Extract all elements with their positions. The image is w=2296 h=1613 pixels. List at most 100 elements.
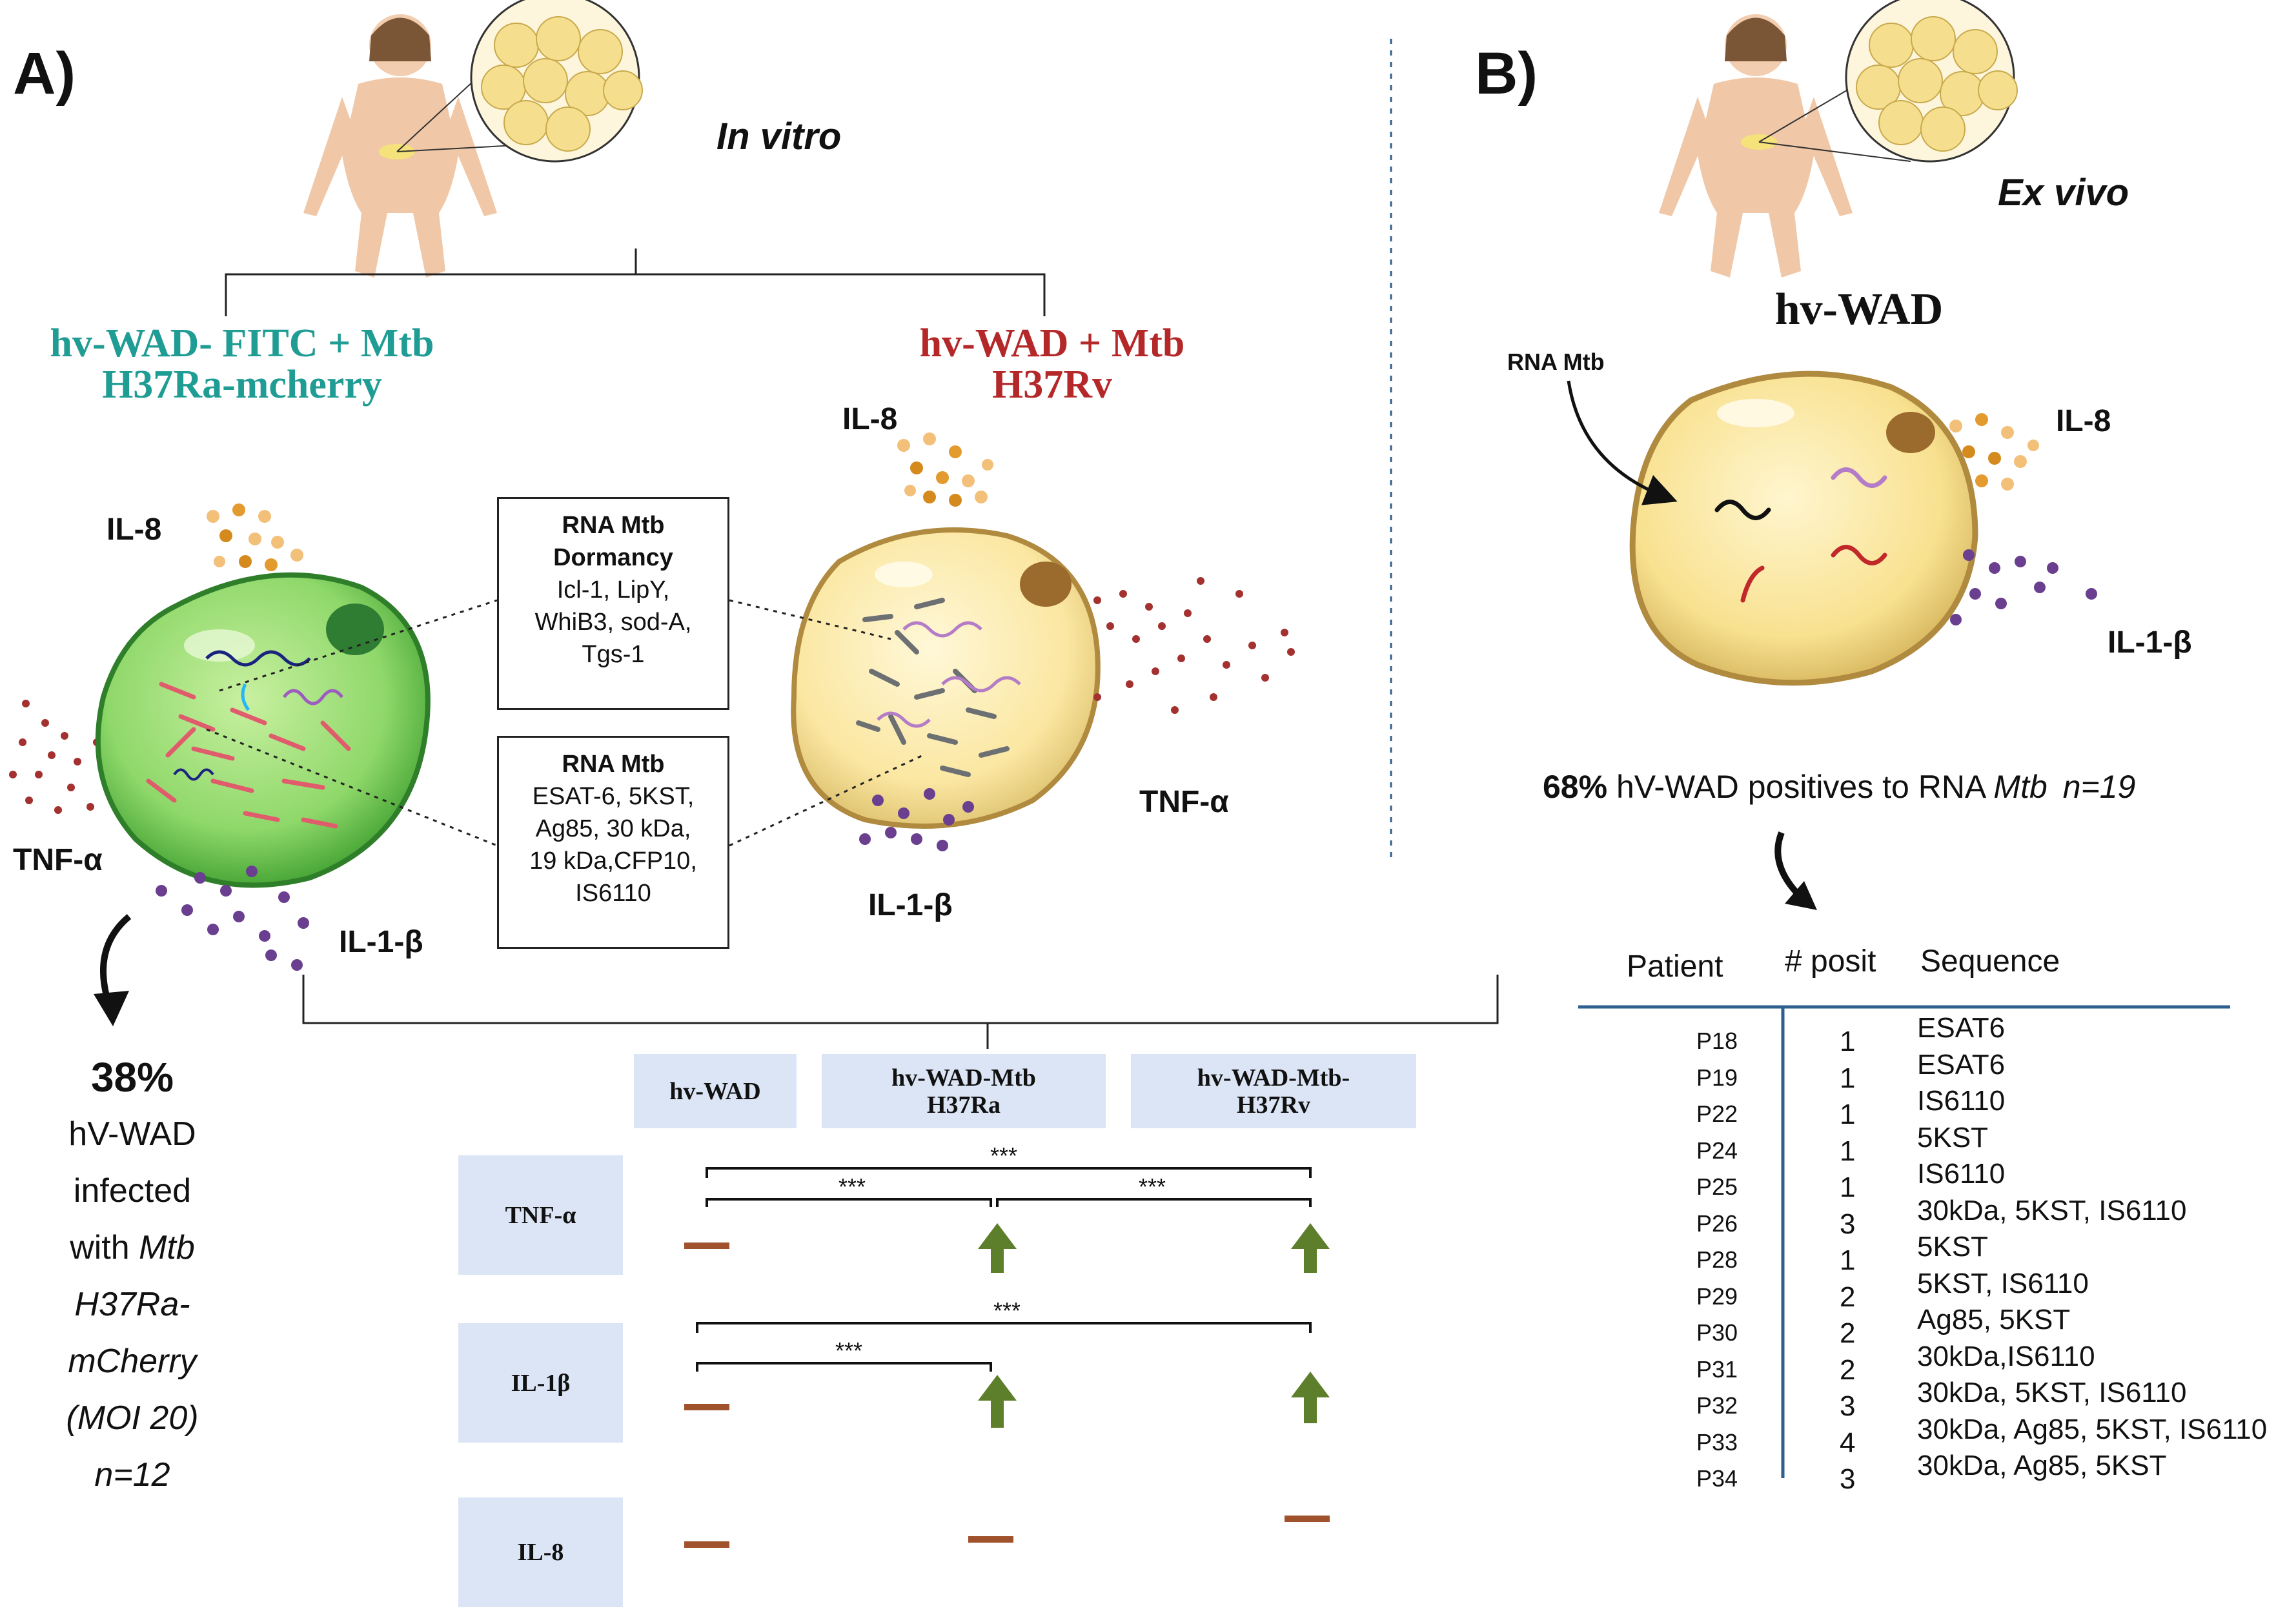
left-group-title-line2: H37Ra-mcherry xyxy=(102,363,382,407)
table-header-sequence: Sequence xyxy=(1920,944,2060,979)
tnf-up-h37ra xyxy=(978,1223,1017,1273)
panel-a-label: A) xyxy=(13,41,76,107)
table-cell-patient: P24 xyxy=(1696,1137,1738,1164)
infection-line2: infected xyxy=(73,1172,192,1210)
il1b-label-right: IL-1-β xyxy=(868,888,953,922)
green-adipocyte-cell xyxy=(95,572,431,888)
il8-label-b: IL-8 xyxy=(2056,404,2111,438)
rna-arrow-b xyxy=(1567,380,1678,505)
sig-il1b-hvwad-ra: *** xyxy=(835,1337,863,1364)
box-rna-mtb: RNA Mtb ESAT-6, 5KST, Ag85, 30 kDa, 19 k… xyxy=(497,736,729,949)
box-rna-dormancy: RNA Mtb Dormancy Icl-1, LipY, WhiB3, sod… xyxy=(497,497,729,710)
box-dormancy-line1: Icl-1, LipY, xyxy=(556,576,670,604)
table-cell-sequence: Ag85, 5KST xyxy=(1917,1304,2071,1335)
table-cell-posit: 3 xyxy=(1840,1208,1856,1240)
table-cell-patient: P32 xyxy=(1696,1392,1738,1419)
infection-line1: hV-WAD xyxy=(68,1115,196,1153)
table-cell-patient: P22 xyxy=(1696,1101,1738,1127)
cytokine-dots-il8-right xyxy=(897,432,993,507)
left-group-title-line1: hv-WAD- FITC + Mtb xyxy=(50,321,434,365)
box-rna-line1: ESAT-6, 5KST, xyxy=(532,783,695,810)
table-cell-patient: P34 xyxy=(1696,1465,1738,1492)
table-cell-sequence: 30kDa, 5KST, IS6110 xyxy=(1917,1377,2187,1408)
table-cell-patient: P19 xyxy=(1696,1064,1738,1091)
tnf-up-h37rv xyxy=(1291,1223,1330,1273)
up-arrows xyxy=(978,1223,1330,1428)
il8-baseline-h37rv xyxy=(1285,1516,1330,1522)
box-rna-title: RNA Mtb xyxy=(562,751,665,778)
infection-with: with xyxy=(70,1229,139,1266)
sig-il1b-hvwad-rv: *** xyxy=(993,1297,1021,1324)
table-cell-sequence: 30kDa, 5KST, IS6110 xyxy=(1917,1194,2187,1226)
tnf-baseline-hvwad xyxy=(684,1243,729,1249)
panel-b-condition: Ex vivo xyxy=(1998,172,2129,214)
table-cell-posit: 2 xyxy=(1840,1317,1856,1349)
right-group-title-line2: H37Rv xyxy=(992,363,1112,407)
panel-a-condition: In vitro xyxy=(716,116,842,157)
person-figure-a xyxy=(303,14,497,278)
yellow-adipocyte-cell-b xyxy=(1629,370,1978,686)
row-header-il1b: IL-1β xyxy=(458,1323,623,1443)
left-group-title: hv-WAD- FITC + Mtb H37Ra-mcherry xyxy=(50,323,434,405)
il1b-up-h37rv xyxy=(1291,1372,1330,1423)
table-cell-sequence: 30kDa, Ag85, 5KST xyxy=(1917,1450,2167,1481)
table-cell-sequence: ESAT6 xyxy=(1917,1048,2006,1080)
col-header-h37ra: hv-WAD-Mtb H37Ra xyxy=(822,1054,1106,1128)
il1b-label-left: IL-1-β xyxy=(339,925,423,959)
box-dormancy-line2: WhiB3, sod-A, xyxy=(534,609,692,636)
sig-tnf-ra-rv: *** xyxy=(1138,1173,1166,1200)
curved-arrow-a-head xyxy=(94,991,129,1026)
yellow-adipocyte-cell-rv xyxy=(791,527,1101,829)
table-cell-posit: 1 xyxy=(1840,1062,1856,1094)
table-cell-sequence: 5KST xyxy=(1917,1121,1989,1153)
bracket-bottom-a xyxy=(302,975,1499,1049)
sig-tnf-hvwad-rv: *** xyxy=(990,1142,1018,1169)
curved-arrow-b xyxy=(1774,831,1803,900)
cytokine-dots-il1b-right xyxy=(859,788,974,851)
infection-italic1: H37Ra- xyxy=(74,1286,190,1323)
table-cell-posit: 2 xyxy=(1840,1281,1856,1313)
cytokine-dots-il1b-left xyxy=(156,866,309,971)
table-cell-patient: P28 xyxy=(1696,1246,1738,1273)
dotted-connectors xyxy=(206,599,924,847)
person-figure-b xyxy=(1659,14,1853,278)
summary-percent: 68% xyxy=(1543,769,1608,805)
cytokine-dots-il1b-b xyxy=(1950,549,2097,625)
table-cell-posit: 1 xyxy=(1840,1099,1856,1130)
cytokine-dots-tnf-right xyxy=(1093,577,1295,714)
infection-italic3: (MOI 20) xyxy=(66,1399,199,1437)
table-cell-posit: 1 xyxy=(1840,1172,1856,1203)
panel-b-cell-title: hv-WAD xyxy=(1774,285,1944,334)
sig-tnf-hvwad-ra: *** xyxy=(838,1173,866,1200)
infection-species: Mtb xyxy=(139,1229,195,1266)
summary-n: n=19 xyxy=(2062,769,2136,805)
table-cell-patient: P26 xyxy=(1696,1210,1738,1237)
table-cell-patient: P33 xyxy=(1696,1428,1738,1456)
table-cell-posit: 3 xyxy=(1840,1463,1856,1495)
right-group-title: hv-WAD + Mtb H37Rv xyxy=(920,323,1185,405)
summary-text: hV-WAD positives to RNA xyxy=(1607,769,1994,805)
box-dormancy-line3: Tgs-1 xyxy=(582,641,645,668)
table-cell-patient: P30 xyxy=(1696,1319,1738,1346)
bracket-top-a xyxy=(225,249,1046,316)
box-rna-line4: IS6110 xyxy=(575,880,651,907)
table-cell-sequence: 30kDa, Ag85, 5KST, IS6110 xyxy=(1917,1413,2268,1445)
table-cell-posit: 4 xyxy=(1840,1426,1856,1459)
table-cell-sequence: 5KST, IS6110 xyxy=(1917,1267,2089,1299)
table-cell-patient: P31 xyxy=(1696,1355,1738,1383)
il8-baseline-hvwad xyxy=(684,1541,729,1548)
table-cell-posit: 2 xyxy=(1840,1354,1856,1386)
table-cell-sequence: IS6110 xyxy=(1917,1158,2006,1190)
table-cell-patient: P18 xyxy=(1696,1028,1738,1054)
col-header-h37rv: hv-WAD-Mtb- H37Rv xyxy=(1131,1054,1416,1128)
tnf-label-right: TNF-α xyxy=(1139,785,1229,819)
table-cell-sequence: 30kDa,IS6110 xyxy=(1917,1340,2095,1372)
table-header-posit: # posit xyxy=(1785,944,1876,979)
baseline-marks xyxy=(684,1243,1330,1548)
table-cell-patient: P29 xyxy=(1696,1283,1738,1310)
fat-tissue-zoom-a xyxy=(396,0,643,163)
significance-brackets xyxy=(696,1167,1312,1372)
table-cell-patient: P25 xyxy=(1696,1173,1738,1200)
il1b-label-b: IL-1-β xyxy=(2108,625,2192,660)
